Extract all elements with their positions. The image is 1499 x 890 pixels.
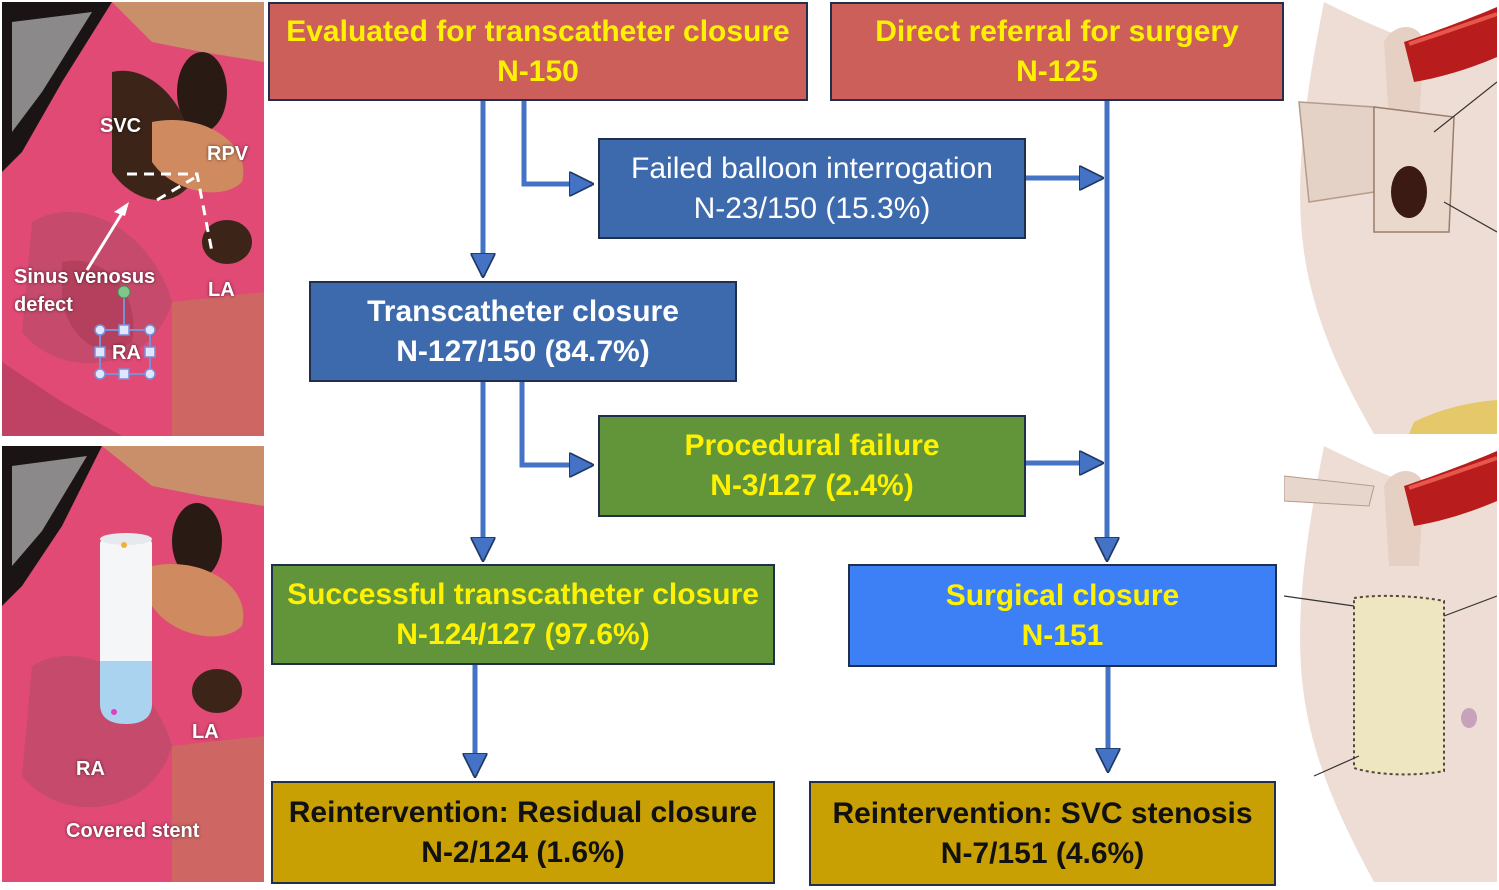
label-covered-stent: Covered stent (66, 820, 200, 842)
box-failed-balloon-line1: Failed balloon interrogation (631, 151, 993, 185)
box-failed-balloon-line2: N-23/150 (15.3%) (693, 191, 931, 225)
box-direct-line1: Direct referral for surgery (875, 14, 1239, 48)
box-reintervention-svc: Reintervention: SVC stenosis N-7/151 (4.… (809, 781, 1276, 886)
box-svc-line2: N-7/151 (4.6%) (940, 836, 1145, 870)
label-ra-stent: RA (76, 758, 105, 780)
label-sinus-venosus: Sinus venosus (14, 266, 156, 288)
cardiac-stent-illustration (2, 446, 264, 882)
cardiac-defect-illustration (2, 2, 264, 436)
label-la: LA (208, 279, 235, 301)
box-residual-line1: Reintervention: Residual closure (288, 795, 758, 829)
box-procedural-failure: Procedural failure N-3/127 (2.4%) (598, 415, 1026, 517)
box-successful-line2: N-124/127 (97.6%) (396, 617, 650, 651)
surgical-illustration-bottom (1284, 446, 1497, 882)
box-svc-line1: Reintervention: SVC stenosis (832, 796, 1253, 830)
box-failed-balloon: Failed balloon interrogation N-23/150 (1… (598, 138, 1026, 239)
label-rpv: RPV (207, 143, 249, 165)
label-la-stent: LA (192, 721, 219, 743)
box-transcatheter-closure: Transcatheter closure N-127/150 (84.7%) (309, 281, 737, 382)
arrow-evaluated-to-failed-balloon (521, 101, 592, 184)
cardiac-image-defect: SVC RPV Sinus venosus defect LA RA (2, 2, 264, 436)
box-evaluated-line1: Evaluated for transcatheter closure (286, 14, 790, 48)
surgical-image-top (1284, 2, 1497, 434)
box-transcatheter-line1: Transcatheter closure (367, 294, 679, 328)
cardiac-image-stent: LA RA Covered stent (2, 446, 264, 882)
box-direct-line2: N-125 (1016, 54, 1098, 88)
label-ra: RA (112, 342, 141, 364)
box-direct-referral: Direct referral for surgery N-125 (830, 2, 1284, 101)
box-residual-line2: N-2/124 (1.6%) (421, 835, 625, 869)
box-successful-line1: Successful transcatheter closure (287, 577, 759, 611)
box-surgical-line1: Surgical closure (945, 578, 1180, 612)
box-evaluated-line2: N-150 (497, 54, 579, 88)
box-procedural-line2: N-3/127 (2.4%) (710, 469, 914, 502)
box-procedural-line1: Procedural failure (684, 429, 940, 463)
box-evaluated-transcatheter: Evaluated for transcatheter closure N-15… (268, 2, 808, 101)
box-surgical-closure: Surgical closure N-151 (848, 564, 1277, 667)
box-transcatheter-line2: N-127/150 (84.7%) (396, 334, 650, 368)
box-reintervention-residual: Reintervention: Residual closure N-2/124… (271, 781, 775, 884)
surgical-image-bottom (1284, 446, 1497, 882)
box-surgical-line2: N-151 (1021, 618, 1104, 652)
arrow-transcatheter-to-procedural-failure (519, 382, 592, 465)
surgical-illustration-top (1284, 2, 1497, 434)
label-svc: SVC (100, 115, 142, 137)
label-defect: defect (14, 294, 73, 316)
box-successful-closure: Successful transcatheter closure N-124/1… (271, 564, 775, 665)
